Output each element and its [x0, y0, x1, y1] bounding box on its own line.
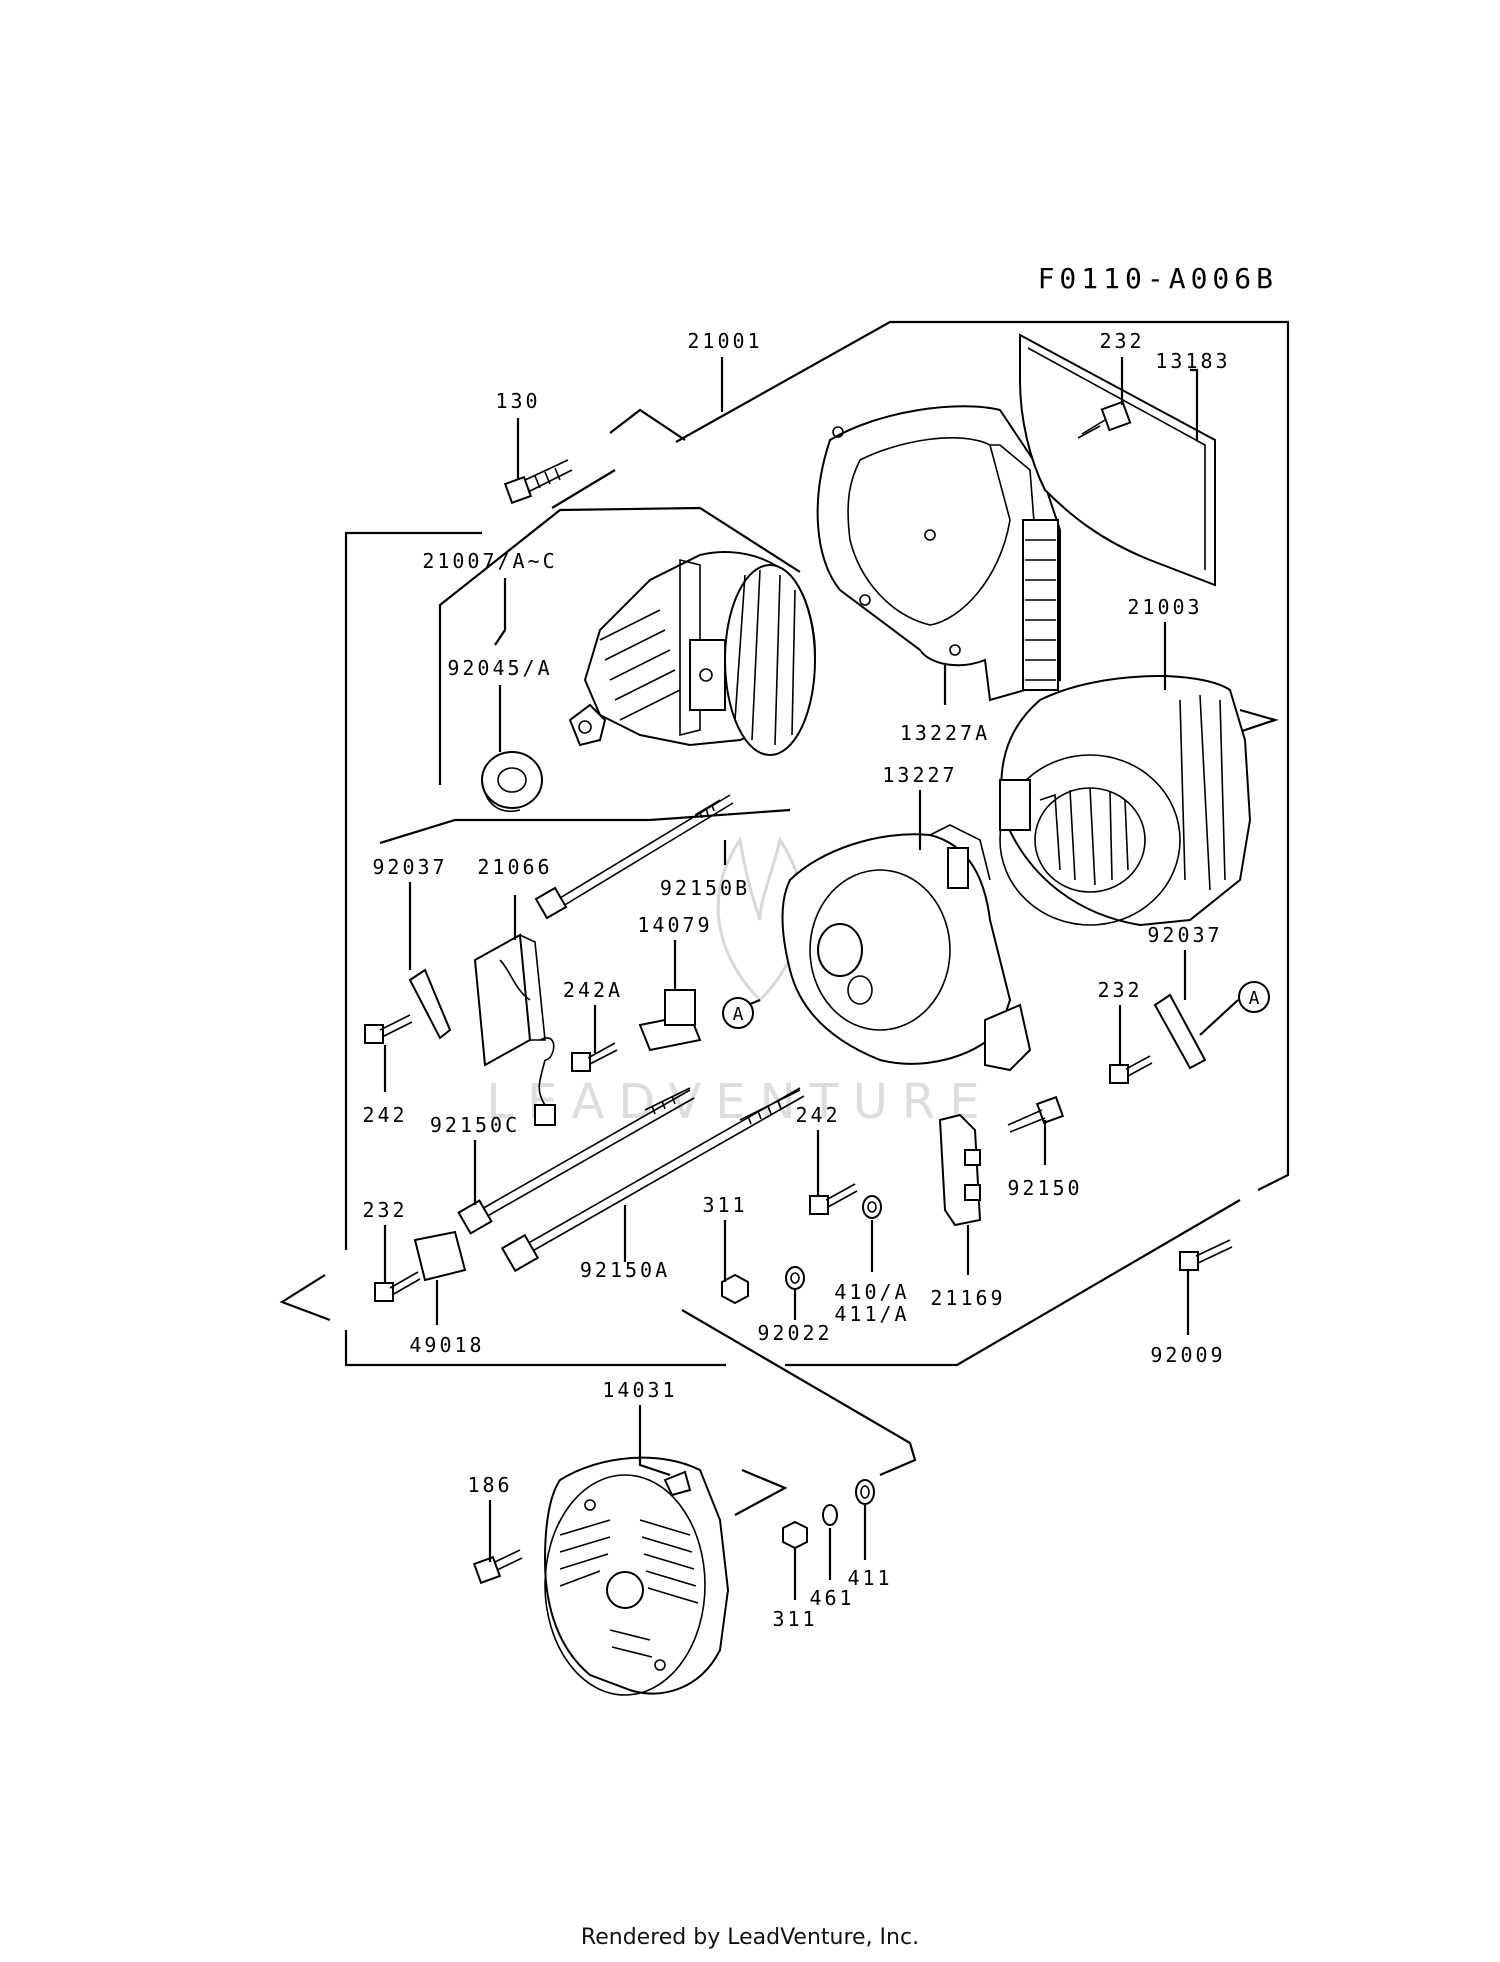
callout-410a: 410/A [834, 1280, 909, 1304]
callout-92150c: 92150C [430, 1113, 520, 1137]
callout-311: 311 [702, 1193, 747, 1217]
callout-92037: 92037 [372, 855, 447, 879]
callout-242: 242 [795, 1103, 840, 1127]
callout-186: 186 [467, 1473, 512, 1497]
callout-411: 411 [847, 1566, 892, 1590]
watermark-text: LEADVENTURE [486, 1074, 993, 1130]
washer-411 [855, 1479, 875, 1505]
washer-461 [822, 1504, 838, 1526]
brush-holder [638, 989, 702, 1052]
rear-cover [543, 1456, 730, 1696]
stud-bolt-92150B [534, 794, 734, 920]
callout-411a: 411/A [834, 1302, 909, 1326]
callout-21007: 21007/A~C [422, 549, 557, 573]
footer-credit: Rendered by LeadVenture, Inc. [580, 1925, 920, 1950]
callout-labels: 21001 232 13183 130 21007/A~C 92045/A 13… [362, 329, 1230, 1631]
nut-311-middle [721, 1273, 749, 1305]
callout-242a: 242A [563, 978, 623, 1002]
washer-92022 [785, 1266, 805, 1290]
callout-49018: 49018 [409, 1333, 484, 1357]
fan-housing [816, 405, 1061, 702]
rotor-assembly [568, 551, 816, 756]
callout-13227a: 13227A [900, 721, 990, 745]
lever-92037-right [1153, 993, 1207, 1070]
bearing-92045 [481, 751, 543, 812]
callout-92037: 92037 [1147, 923, 1222, 947]
lever-92037-left [408, 968, 452, 1040]
svg-text:A: A [733, 1004, 744, 1025]
callout-13227: 13227 [882, 763, 957, 787]
callout-92150: 92150 [1007, 1176, 1082, 1200]
bolt-92009 [1179, 1239, 1233, 1271]
stator [999, 675, 1252, 927]
callout-14079: 14079 [637, 913, 712, 937]
callout-242: 242 [362, 1103, 407, 1127]
callout-92009: 92009 [1150, 1343, 1225, 1367]
diagram-code: F0110-A006B [1038, 262, 1278, 295]
callout-311: 311 [772, 1607, 817, 1631]
callout-13183: 13183 [1155, 349, 1230, 373]
bolt-186 [472, 1549, 523, 1585]
callout-92022: 92022 [757, 1321, 832, 1345]
bracket-49018 [413, 1230, 467, 1282]
callout-461: 461 [809, 1586, 854, 1610]
reference-circle-a-right: A [1238, 981, 1270, 1013]
rotor-subassembly-box [379, 506, 801, 845]
cover-plate [1019, 333, 1216, 587]
callout-232: 232 [362, 1198, 407, 1222]
washer-410 [862, 1195, 882, 1219]
svg-text:A: A [1249, 988, 1260, 1009]
bolt-242-left [364, 1014, 413, 1044]
bolt-242-middle [809, 1183, 858, 1215]
bolt-242A [571, 1042, 618, 1072]
nut-311-bottom [782, 1520, 808, 1550]
end-bracket [781, 824, 1032, 1072]
stud-bolt-92150C [457, 1087, 695, 1235]
terminal-board [938, 1113, 982, 1227]
callout-21066: 21066 [477, 855, 552, 879]
callout-232: 232 [1097, 978, 1142, 1002]
bolt-232-top [1077, 400, 1132, 439]
callout-21169: 21169 [930, 1286, 1005, 1310]
bolt-232-right [1109, 1055, 1153, 1084]
watermark-logo: LEADVENTURE [486, 836, 993, 1130]
bolt-130 [503, 459, 573, 505]
bolt-232-left [374, 1271, 421, 1302]
callout-92045: 92045/A [447, 656, 552, 680]
callout-92150b: 92150B [660, 876, 750, 900]
callout-14031: 14031 [602, 1378, 677, 1402]
callout-130: 130 [495, 389, 540, 413]
callout-21001: 21001 [687, 329, 762, 353]
assembly-outline [279, 320, 1290, 1516]
bolt-92150 [1007, 1095, 1065, 1133]
reference-circle-a-center: A [722, 997, 754, 1029]
callout-92150a: 92150A [580, 1258, 670, 1282]
callout-21003: 21003 [1127, 595, 1202, 619]
stud-bolt-92150A [500, 1087, 805, 1273]
callout-232: 232 [1099, 329, 1144, 353]
voltage-regulator [473, 933, 556, 1126]
